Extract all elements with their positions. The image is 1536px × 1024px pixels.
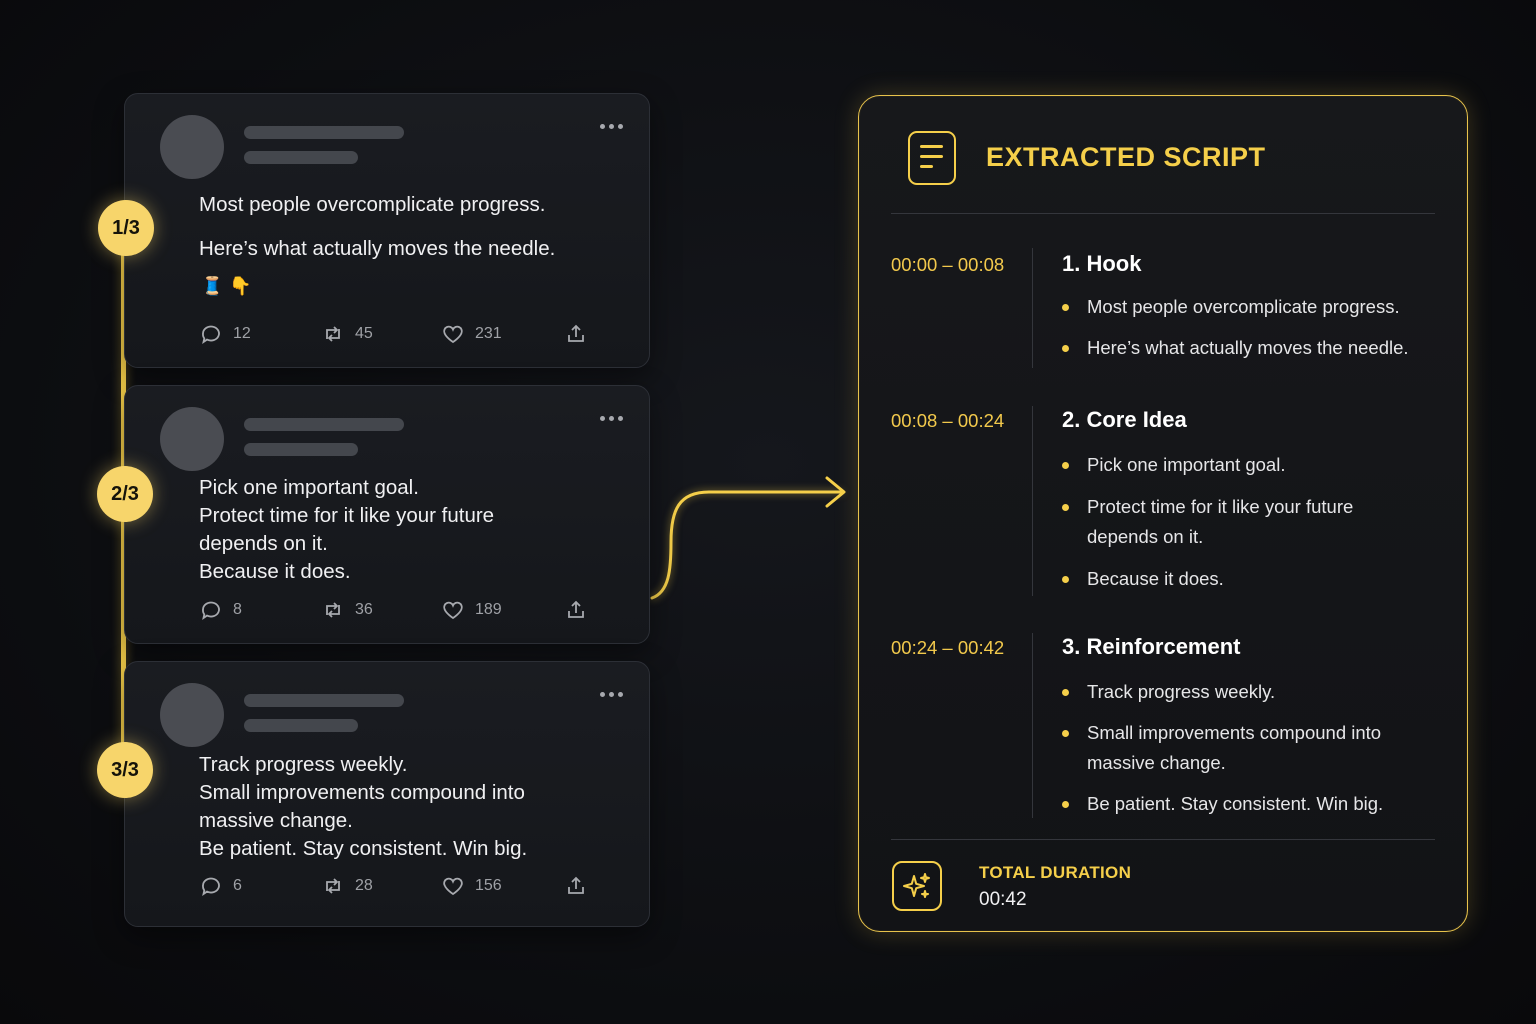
script-bullet: Small improvements compound into massive… <box>1062 718 1412 778</box>
script-bullet: Pick one important goal. <box>1062 450 1442 480</box>
section-title: 1. Hook <box>1062 251 1142 276</box>
heart-icon <box>443 325 463 344</box>
section-divider <box>1032 248 1033 368</box>
heart-icon <box>443 601 463 620</box>
document-icon <box>908 131 956 185</box>
reply-count: 12 <box>233 325 251 342</box>
username-placeholder <box>244 694 404 707</box>
tweet-text: Pick one important goal. Protect time fo… <box>199 476 495 583</box>
step-badge-3: 3/3 <box>97 742 153 798</box>
extracted-script-panel: EXTRACTED SCRIPT 00:00 – 00:08 1. Hook M… <box>858 95 1468 932</box>
more-icon[interactable] <box>600 416 623 421</box>
section-time: 00:24 – 00:42 <box>891 637 1005 658</box>
section-time: 00:00 – 00:08 <box>891 254 1005 275</box>
retweet-icon <box>326 602 340 618</box>
retweet-count: 45 <box>355 325 373 342</box>
handle-placeholder <box>244 719 358 732</box>
like-count: 156 <box>475 877 502 894</box>
avatar[interactable] <box>160 407 224 471</box>
retweet-icon <box>326 878 340 894</box>
share-button[interactable] <box>564 322 588 346</box>
emoji-row: 🧵 👇 <box>201 276 252 297</box>
total-duration-value: 00:42 <box>979 889 1027 910</box>
like-count: 189 <box>475 601 502 618</box>
section-title: 2. Core Idea <box>1062 407 1187 432</box>
reply-button[interactable]: 8 <box>199 598 242 622</box>
flow-arrow-icon <box>650 476 846 600</box>
retweet-button[interactable]: 45 <box>321 322 373 346</box>
retweet-button[interactable]: 36 <box>321 598 373 622</box>
reply-icon <box>202 325 220 345</box>
thread-emoji: 🧵 <box>201 276 224 296</box>
share-icon <box>568 876 584 894</box>
tweet-actions: 12 45 231 <box>199 322 589 350</box>
share-button[interactable] <box>564 874 588 898</box>
username-placeholder <box>244 126 404 139</box>
script-bullet: Here’s what actually moves the needle. <box>1062 333 1442 363</box>
reply-button[interactable]: 6 <box>199 874 242 898</box>
like-button[interactable]: 189 <box>441 598 502 622</box>
reply-count: 8 <box>233 601 242 618</box>
avatar[interactable] <box>160 683 224 747</box>
heart-icon <box>443 877 463 896</box>
handle-placeholder <box>244 443 358 456</box>
panel-title: EXTRACTED SCRIPT <box>986 142 1266 172</box>
section-title: 3. Reinforcement <box>1062 634 1241 659</box>
section-divider <box>1032 406 1033 596</box>
retweet-icon <box>326 326 340 342</box>
avatar[interactable] <box>160 115 224 179</box>
tweet-actions: 6 28 156 <box>199 874 589 902</box>
script-bullet: Track progress weekly. <box>1062 677 1442 707</box>
tweet-card-2[interactable]: Pick one important goal. Protect time fo… <box>124 385 650 644</box>
reply-icon <box>202 601 220 621</box>
reply-icon <box>202 877 220 897</box>
retweet-count: 36 <box>355 601 373 618</box>
tweet-text: Most people overcomplicate progress. Her… <box>199 193 556 260</box>
like-button[interactable]: 231 <box>441 322 502 346</box>
share-button[interactable] <box>564 598 588 622</box>
footer-divider <box>891 839 1435 840</box>
script-bullet: Protect time for it like your future dep… <box>1062 492 1412 552</box>
section-divider <box>1032 633 1033 818</box>
more-icon[interactable] <box>600 124 623 129</box>
retweet-count: 28 <box>355 877 373 894</box>
section-time: 00:08 – 00:24 <box>891 410 1005 431</box>
total-duration-label: TOTAL DURATION <box>979 863 1132 882</box>
handle-placeholder <box>244 151 358 164</box>
tweet-card-1[interactable]: Most people overcomplicate progress. Her… <box>124 93 650 368</box>
step-badge-1: 1/3 <box>98 200 154 256</box>
sparkle-icon <box>892 861 942 911</box>
tweet-actions: 8 36 189 <box>199 598 589 626</box>
pointing-down-emoji: 👇 <box>229 276 252 296</box>
retweet-button[interactable]: 28 <box>321 874 373 898</box>
like-count: 231 <box>475 325 502 342</box>
step-badge-2: 2/3 <box>97 466 153 522</box>
header-divider <box>891 213 1435 214</box>
tweet-text: Track progress weekly. Small improvement… <box>199 753 528 860</box>
share-icon <box>568 600 584 618</box>
more-icon[interactable] <box>600 692 623 697</box>
tweet-card-3[interactable]: Track progress weekly. Small improvement… <box>124 661 650 927</box>
share-icon <box>568 324 584 342</box>
reply-button[interactable]: 12 <box>199 322 251 346</box>
username-placeholder <box>244 418 404 431</box>
reply-count: 6 <box>233 877 242 894</box>
script-bullet: Because it does. <box>1062 564 1442 594</box>
script-bullet: Most people overcomplicate progress. <box>1062 292 1442 322</box>
like-button[interactable]: 156 <box>441 874 502 898</box>
script-bullet: Be patient. Stay consistent. Win big. <box>1062 789 1442 819</box>
